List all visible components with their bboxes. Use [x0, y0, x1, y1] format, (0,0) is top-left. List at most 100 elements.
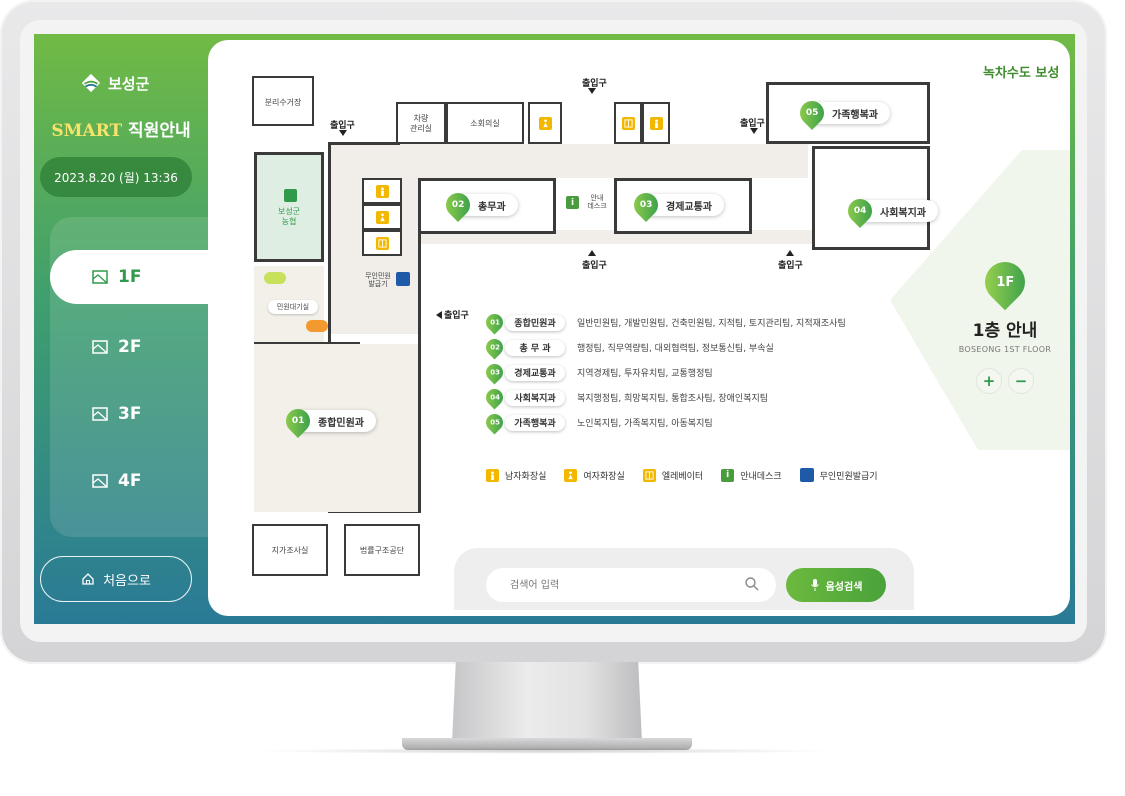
legend-dept-name: 총 무 과	[505, 339, 565, 356]
dept-pin-04[interactable]: 04 사회복지과	[843, 194, 938, 228]
room-restroom-male[interactable]	[362, 178, 402, 204]
location-pin-icon: 03	[482, 360, 507, 385]
search-input[interactable]	[486, 568, 776, 602]
room-label: 민원대기실	[268, 300, 318, 314]
floor-tab-3f[interactable]: 3F	[50, 387, 224, 441]
dept-name: 경제교통과	[666, 201, 712, 213]
room-restroom-female[interactable]	[362, 204, 402, 230]
main-panel: 녹차수도 보성 분리수거장 보성군 농협 민원대기실	[208, 40, 1070, 616]
legend-dept-teams: 지역경제팀, 투자유치팀, 교통행정팀	[577, 369, 713, 379]
facility-legend-item: i 안내데스크	[721, 468, 782, 482]
floor-tab-label: 2F	[118, 337, 142, 357]
legend-row[interactable]: 04 사회복지과 복지행정팀, 희망복지팀, 통합조사팀, 장애인복지팀	[482, 385, 846, 410]
legend-dept-teams: 복지행정팀, 희망복지팀, 통합조사팀, 장애인복지팀	[577, 394, 769, 404]
wall	[418, 234, 421, 512]
dept-pin-01[interactable]: 01 종합민원과	[281, 404, 376, 438]
floor-info: 1F 1층 안내 BOSEONG 1ST FLOOR + −	[950, 253, 1060, 394]
dept-pin-05[interactable]: 05 가족행복과	[795, 96, 890, 130]
room-dept-04[interactable]	[812, 146, 930, 250]
elevator-icon	[376, 237, 389, 250]
datetime-display: 2023.8.20 (월) 13:36	[40, 157, 192, 197]
voice-search-button[interactable]: 음성검색	[786, 568, 886, 602]
floor-title: 1층 안내	[972, 321, 1038, 341]
room-restroom-top[interactable]	[528, 102, 562, 144]
brand-logo: 녹차수도 보성	[983, 66, 1060, 81]
room-legal-center: 법률구조공단	[344, 524, 420, 576]
floor-map-icon	[92, 340, 108, 354]
entrance-label: 출입구	[444, 311, 469, 321]
legend-row[interactable]: 03 경제교통과 지역경제팀, 투자유치팀, 교통행정팀	[482, 360, 846, 385]
zoom-controls: + −	[950, 368, 1060, 394]
floor-tab-1f[interactable]: 1F	[50, 250, 224, 304]
room-land-survey: 지가조사실	[252, 524, 328, 576]
wall	[328, 142, 400, 145]
legend-row[interactable]: 01 종합민원과 일반민원팀, 개발민원팀, 건축민원팀, 지적팀, 토지관리팀…	[482, 310, 846, 335]
microphone-icon	[810, 579, 819, 591]
room-nonghyup[interactable]: 보성군 농협	[254, 152, 324, 262]
location-pin-icon: 01	[482, 310, 507, 335]
room-elevator-top[interactable]	[614, 102, 642, 144]
dept-name: 사회복지과	[880, 207, 926, 219]
floor-tab-2f[interactable]: 2F	[50, 320, 224, 374]
room-elevator[interactable]	[362, 230, 402, 256]
county-logo-icon	[81, 73, 101, 93]
room-label: 법률구조공단	[359, 546, 405, 555]
home-button[interactable]: 처음으로	[40, 556, 192, 602]
entrance-label: 출입구	[740, 119, 765, 129]
arrow-down-icon	[750, 128, 758, 134]
entrance-label: 출입구	[330, 121, 355, 131]
arrow-up-icon	[588, 250, 596, 256]
floor-map-icon	[92, 474, 108, 488]
location-pin-icon: 05	[482, 410, 507, 435]
home-button-label: 처음으로	[103, 573, 151, 589]
facility-label: 남자화장실	[505, 471, 547, 482]
room-label: 소회의실	[470, 119, 500, 128]
facility-legend-item: 남자화장실	[486, 468, 547, 482]
zoom-in-button[interactable]: +	[976, 368, 1002, 394]
dept-pin-02[interactable]: 02 총무과	[441, 188, 518, 222]
sofa-icon	[264, 272, 286, 284]
female-restroom-icon	[564, 468, 578, 482]
room-label: 무인민원 발급기	[365, 272, 391, 289]
app-title: SMART 직원안내	[34, 116, 208, 141]
facility-label: 여자화장실	[583, 471, 625, 482]
female-restroom-icon	[376, 211, 389, 224]
room-restroom-top-2[interactable]	[642, 102, 670, 144]
room-label: 안내 데스크	[587, 194, 607, 211]
room-recycle: 분리수거장	[252, 76, 314, 126]
elevator-icon	[642, 468, 656, 482]
wall	[328, 142, 331, 512]
entrance-label: 출입구	[582, 79, 607, 89]
facility-legend-item: 무인민원발급기	[799, 468, 878, 482]
facility-legend: 남자화장실 여자화장실 엘레베이터 i 안내데스크 무인민원발급기	[486, 468, 888, 482]
arrow-down-icon	[339, 130, 347, 136]
legend-row[interactable]: 05 가족행복과 노인복지팀, 가족복지팀, 아동복지팀	[482, 410, 846, 435]
room-waiting[interactable]: 민원대기실	[254, 266, 328, 342]
room-meeting: 소회의실	[446, 102, 524, 144]
facility-label: 무인민원발급기	[819, 471, 878, 482]
legend-dept-teams: 행정팀, 직무역량팀, 대외협력팀, 정보통신팀, 부속실	[577, 344, 774, 354]
home-icon	[82, 573, 94, 585]
floor-tab-4f[interactable]: 4F	[50, 454, 224, 508]
floor-tab-label: 3F	[118, 404, 142, 424]
dept-name: 종합민원과	[318, 417, 364, 429]
male-restroom-icon	[650, 117, 663, 130]
location-pin-icon: 02	[482, 335, 507, 360]
legend-row[interactable]: 02 총 무 과 행정팀, 직무역량팀, 대외협력팀, 정보통신팀, 부속실	[482, 335, 846, 360]
facility-legend-item: 여자화장실	[564, 468, 625, 482]
info-desk-icon[interactable]: i	[566, 196, 579, 209]
facility-legend-item: 엘레베이터	[642, 468, 704, 482]
room-label: 분리수거장	[264, 98, 302, 107]
facility-label: 엘레베이터	[661, 471, 704, 482]
app-title-smart: SMART	[51, 121, 123, 141]
zoom-out-button[interactable]: −	[1008, 368, 1034, 394]
voice-search-label: 음성검색	[825, 581, 863, 593]
search-icon[interactable]	[744, 576, 760, 592]
female-restroom-icon	[539, 117, 552, 130]
dept-pin-03[interactable]: 03 경제교통과	[629, 188, 724, 222]
arrow-up-icon	[786, 250, 794, 256]
department-legend: 01 종합민원과 일반민원팀, 개발민원팀, 건축민원팀, 지적팀, 토지관리팀…	[482, 310, 846, 435]
search-bar: 음성검색	[454, 548, 914, 610]
floor-plan: 분리수거장 보성군 농협 민원대기실 무인민원 발급기 01 종합민원과	[208, 40, 948, 590]
kiosk-icon[interactable]	[396, 272, 410, 286]
